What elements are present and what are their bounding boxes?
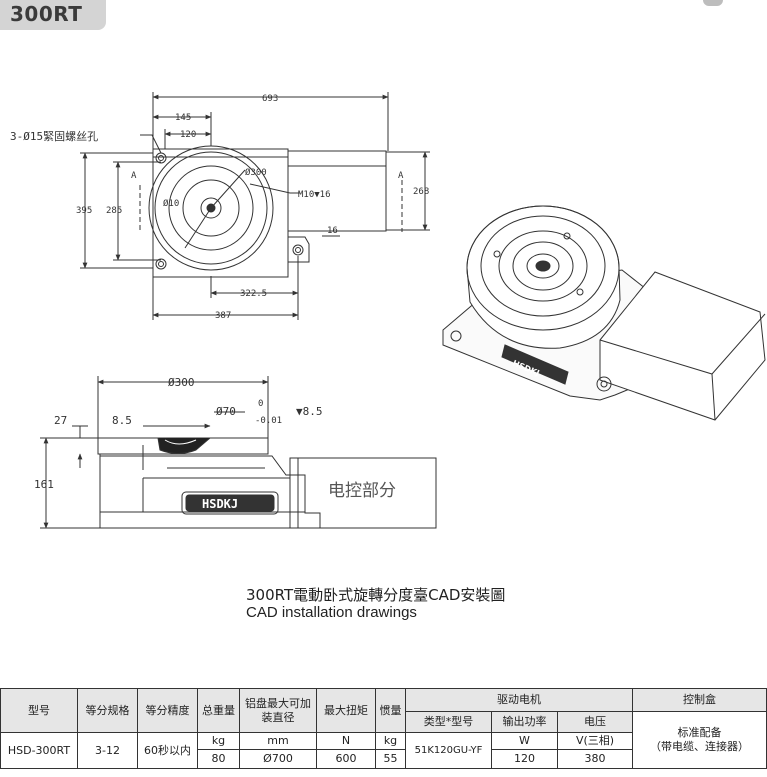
header-model: 型号 (0, 688, 78, 733)
dim-phi300-top: Ø300 (245, 167, 267, 178)
cad-drawing: 693 145 120 3-Ø15緊固螺丝孔 395 285 A A 268 Ø… (10, 92, 766, 529)
dim-8-5: 8.5 (112, 414, 132, 427)
cell-disc: Ø700 (239, 749, 317, 769)
hole-callout: 3-Ø15緊固螺丝孔 (10, 130, 98, 143)
section-mark-left: A (131, 171, 137, 181)
top-view (80, 92, 430, 320)
cell-weight: 80 (197, 749, 240, 769)
control-detail: （带电缆、连接器） (650, 740, 749, 753)
tol-upper: 0 (258, 399, 263, 409)
dim-268: 268 (413, 187, 429, 197)
dim-phi300-side: Ø300 (168, 376, 195, 389)
dim-161: 161 (34, 478, 54, 491)
unit-power: W (491, 732, 558, 750)
mount-hole (292, 244, 304, 256)
corner-decoration (703, 0, 723, 6)
iso-motor-box (599, 271, 766, 421)
header-division: 等分规格 (77, 688, 138, 733)
cell-power: 120 (491, 749, 558, 769)
dim-16: 16 (327, 226, 338, 236)
cell-inertia: 55 (375, 749, 406, 769)
spec-table: 型号 等分规格 等分精度 总重量 铝盘最大可加装直径 最大扭矩 惯量 驱动电机 … (0, 688, 767, 769)
cell-torque: 600 (316, 749, 376, 769)
unit-disc: mm (239, 732, 317, 750)
header-inertia: 惯量 (375, 688, 406, 733)
dim-120: 120 (180, 130, 196, 140)
cell-motor-type: 51K120GU-YF (405, 732, 492, 769)
cell-voltage: 380 (557, 749, 633, 769)
dim-395: 395 (76, 206, 92, 216)
header-control-group: 控制盒 (632, 688, 767, 712)
side-view-electric-box (289, 457, 437, 529)
cell-division: 3-12 (77, 732, 138, 769)
dim-27: 27 (54, 414, 67, 427)
unit-torque: N (316, 732, 376, 750)
logo-side: HSDKJ (202, 497, 238, 511)
header-weight: 总重量 (197, 688, 240, 733)
control-standard: 标准配备 (677, 726, 722, 739)
dim-387: 387 (215, 311, 231, 321)
header-precision: 等分精度 (137, 688, 198, 733)
caption-english: CAD installation drawings (246, 604, 417, 621)
unit-inertia: kg (375, 732, 406, 750)
control-box-cell: 标准配备 （带电缆、连接器） (632, 711, 767, 769)
unit-voltage: V(三相) (557, 732, 633, 750)
unit-weight: kg (197, 732, 240, 750)
iso-view (442, 205, 766, 421)
dim-693: 693 (262, 94, 278, 104)
cell-precision: 60秒以内 (137, 732, 198, 769)
dim-phi70: Ø70 (216, 405, 236, 418)
cell-model: HSD-300RT (0, 732, 78, 769)
side-view-recess (157, 437, 211, 454)
header-disc-max: 铝盘最大可加装直径 (239, 688, 317, 733)
mount-hole (155, 258, 167, 270)
side-view (40, 376, 437, 529)
header-output-power: 输出功率 (491, 711, 558, 733)
tol-lower: -0.01 (255, 416, 282, 426)
caption-chinese: 300RT電動卧式旋轉分度臺CAD安裝圖 (246, 586, 506, 604)
dim-145: 145 (175, 113, 191, 123)
section-mark-right: A (398, 171, 404, 181)
model-tab: 300RT (0, 0, 106, 30)
header-motor-type: 类型*型号 (405, 711, 492, 733)
header-voltage: 电压 (557, 711, 633, 733)
header-motor-group: 驱动电机 (405, 688, 633, 712)
side-view-body (99, 454, 321, 529)
depth-mark: ▼8.5 (296, 405, 323, 418)
dim-285: 285 (106, 206, 122, 216)
thread-callout: M10▼16 (298, 190, 331, 200)
model-tab-label: 300RT (10, 2, 83, 26)
top-view-motor (287, 150, 387, 232)
electric-label: 电控部分 (328, 481, 396, 501)
dim-phi10: Ø10 (163, 198, 179, 209)
dim-322: 322.5 (240, 289, 267, 299)
header-torque: 最大扭矩 (316, 688, 376, 733)
